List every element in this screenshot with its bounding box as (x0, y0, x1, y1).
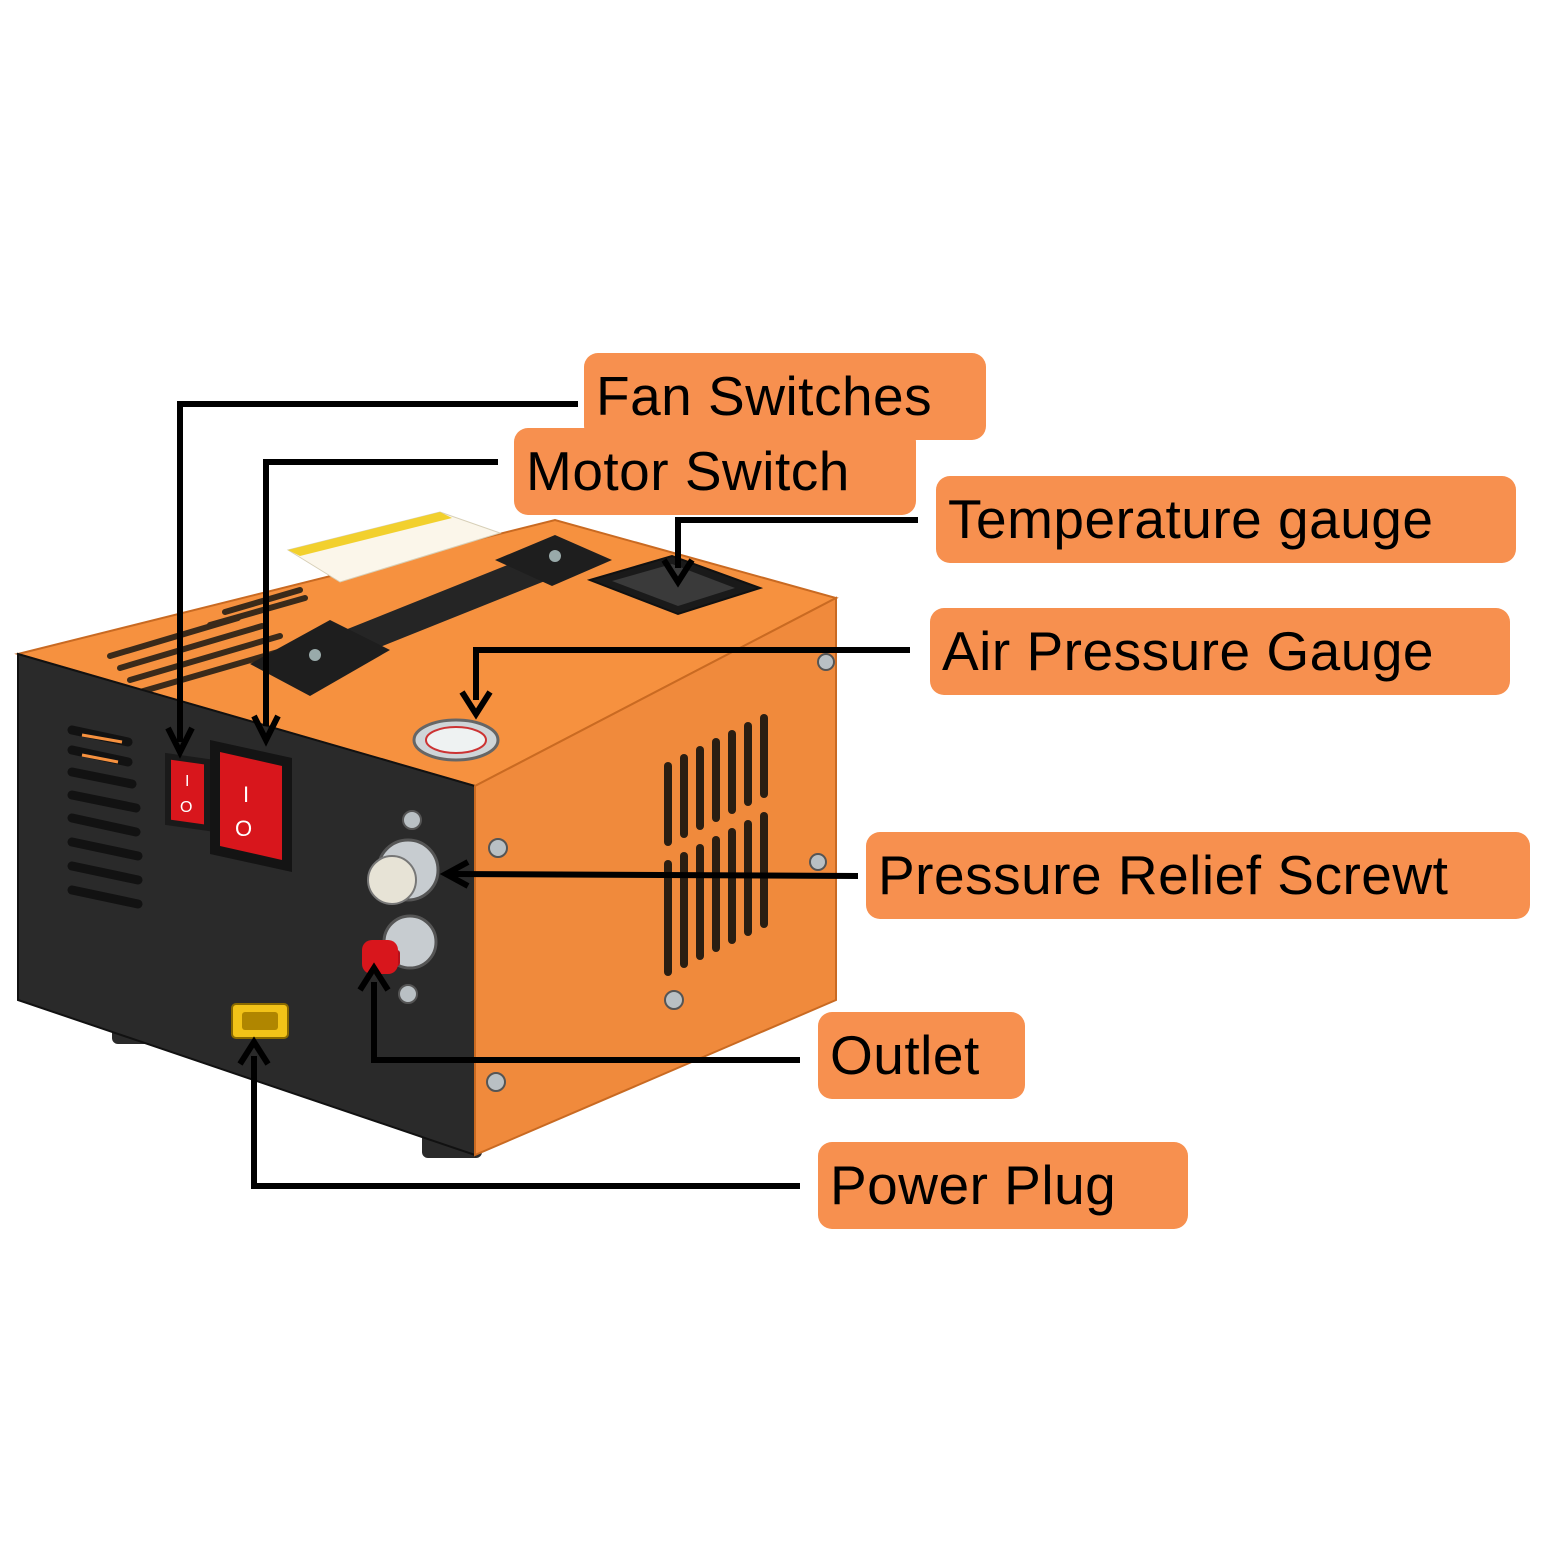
arrow-motor-switch (251, 714, 281, 747)
leader-power-plug (251, 1056, 800, 1189)
label-fan-switches: Fan Switches (584, 353, 986, 440)
gauge-face (425, 726, 487, 754)
leader-pressure-relief-screw (451, 871, 859, 879)
sticker-stripe (288, 512, 452, 556)
label-temperature-gauge: Temperature gauge (936, 476, 1516, 563)
pressure-relief-screw (367, 855, 417, 905)
motor-switch (220, 752, 282, 860)
arrow-pressure-relief-screw (439, 859, 470, 889)
arrow-power-plug (237, 1036, 271, 1066)
fan-switch (171, 759, 204, 825)
label-air-pressure-gauge: Air Pressure Gauge (930, 608, 1510, 695)
arrow-outlet (357, 962, 391, 992)
side-screws (398, 653, 835, 1092)
handle-screw (309, 649, 321, 661)
fan-switch-off-mark: O (180, 799, 192, 816)
fan-switch-on-mark: I (185, 773, 189, 790)
leader-outlet (371, 982, 800, 1063)
power-plug-socket (242, 1012, 278, 1030)
leader-lines (177, 401, 918, 1189)
outlet-cap (362, 940, 398, 974)
motor-switch-off-mark: O (235, 816, 252, 841)
handle-screw (549, 550, 561, 562)
arrow-temperature-gauge (661, 558, 695, 588)
label-power-plug: Power Plug (818, 1142, 1188, 1229)
display-glass (612, 564, 735, 606)
arrowheads (165, 558, 695, 1066)
handle-grip (300, 560, 560, 663)
leader-temperature-gauge (675, 517, 918, 568)
label-outlet: Outlet (818, 1012, 1025, 1099)
arrow-air-pressure-gauge (459, 690, 493, 720)
label-motor-switch: Motor Switch (514, 428, 916, 515)
front-vent-highlights (81, 733, 123, 764)
arrow-fan-switches (165, 726, 195, 759)
leader-air-pressure-gauge (473, 647, 910, 700)
motor-switch-on-mark: I (243, 782, 249, 807)
leader-motor-switch (263, 459, 498, 726)
label-pressure-relief-screw: Pressure Relief Screwt (866, 832, 1530, 919)
leader-fan-switches (177, 401, 578, 742)
side-vents (664, 714, 768, 976)
